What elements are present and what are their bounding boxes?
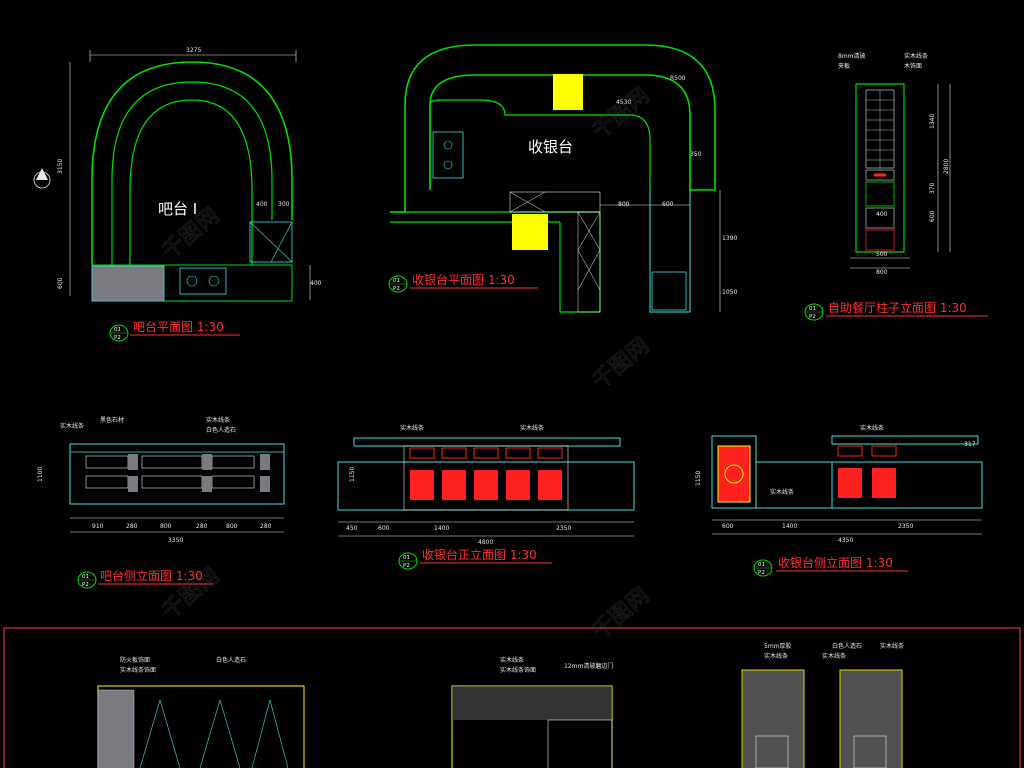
cashier-front-title: 收银台正立面图 1:30	[422, 547, 537, 562]
watermark-3: 千图网	[588, 333, 655, 395]
cashier-front-total: 4800	[478, 539, 493, 546]
column-tag-top: 01	[809, 306, 816, 312]
cashier-plan-tag-bottom: P2	[393, 286, 400, 292]
bar-side-tag-bottom: P2	[82, 582, 89, 588]
bar-plan-tag-top: 01	[114, 327, 121, 333]
bar-side-dim-1: 910	[92, 523, 104, 530]
column-dim-800: 800	[876, 269, 888, 276]
cashier-side-dim-3: 2350	[898, 523, 913, 530]
cashier-front-note-1: 实木线条	[400, 424, 424, 432]
bottom-right-note-1: 5mm厚胶	[764, 642, 792, 650]
bar-side-title: 吧台侧立面图 1:30	[100, 568, 203, 583]
bottom-mid-note-2: 实木线条饰面	[500, 666, 536, 674]
bar-plan-drawing: 3275 3150 600 400 300 400 吧台 I 01 P2 吧台平…	[33, 47, 322, 342]
bottom-left-note-3: 白色人造石	[216, 656, 246, 664]
cashier-front-height: 1150	[349, 467, 356, 482]
cashier-side-dim-1: 600	[722, 523, 734, 530]
column-dim-600: 600	[929, 210, 936, 222]
cashier-plan-dim-600: 600	[662, 201, 674, 208]
bottom-row-drawings: 防火板饰面 实木线条饰面 白色人造石 实木线条 实木线条饰面 12mm清玻磨边门…	[3, 627, 1021, 768]
bar-side-total: 3350	[168, 537, 183, 544]
watermark-5: 千图网	[588, 583, 655, 645]
column-dim-400: 400	[876, 211, 888, 218]
bar-plan-tag-bottom: P2	[114, 335, 121, 341]
cashier-side-note-1: 实木线条	[770, 488, 794, 496]
cashier-front-elevation-drawing: 450 600 1400 2350 4800 1150 实木线条 实木线条 01…	[337, 424, 635, 570]
bottom-left-note-2: 实木线条饰面	[120, 666, 156, 674]
cashier-plan-drawing: 收银台 800 600 350 4530 R500 1390 1050 01 P…	[388, 44, 737, 313]
bar-plan-title: 吧台平面图 1:30	[133, 319, 224, 334]
column-elevation-drawing: 500 800 400 1340 2800 370 600 8mm清玻 夹板 实…	[804, 52, 988, 321]
cashier-plan-tag-top: 01	[393, 278, 400, 284]
cashier-plan-dim-1050: 1050	[722, 289, 737, 296]
bar-side-note-2: 黑色石材	[100, 416, 124, 424]
bar-plan-dim-400: 400	[256, 201, 268, 208]
cashier-front-tag-top: 01	[403, 555, 410, 561]
column-note-2: 夹板	[838, 62, 850, 70]
bar-side-dim-3: 800	[160, 523, 172, 530]
cashier-front-dim-2: 600	[378, 525, 390, 532]
cashier-plan-dim-1390: 1390	[722, 235, 737, 242]
cashier-side-elevation-drawing: 600 1400 2350 4350 317 1150 实木线条 实木线条 01…	[695, 424, 983, 577]
cashier-front-note-2: 实木线条	[520, 424, 544, 432]
column-dim-1340: 1340	[929, 114, 936, 129]
bottom-right-note-5: 实木线条	[880, 642, 904, 650]
cashier-plan-dim-4530: 4530	[616, 99, 631, 106]
bar-plan-dim-400b: 400	[310, 280, 322, 287]
cashier-plan-dim-r: R500	[670, 75, 686, 82]
cashier-front-dim-1: 450	[346, 525, 358, 532]
cashier-front-tag-bottom: P2	[403, 563, 410, 569]
bar-plan-height-dim: 3150	[57, 159, 64, 174]
column-note-3: 实木线条	[904, 52, 928, 60]
column-tag-bottom: P2	[809, 314, 816, 320]
cashier-side-tag-top: 01	[758, 562, 765, 568]
cashier-plan-title: 收银台平面图 1:30	[412, 272, 515, 287]
cashier-side-total: 4350	[838, 537, 853, 544]
cashier-plan-label: 收银台	[528, 138, 573, 156]
cashier-side-dim-317: 317	[964, 441, 976, 448]
bar-side-tag-top: 01	[82, 574, 89, 580]
bar-side-dim-6: 280	[260, 523, 272, 530]
bar-plan-dim-300: 300	[278, 201, 290, 208]
cashier-side-note-2: 实木线条	[860, 424, 884, 432]
column-note-4: 木饰面	[904, 62, 922, 70]
bar-plan-width-dim: 3275	[186, 47, 201, 54]
bottom-right-note-3: 白色人造石	[832, 642, 862, 650]
column-note-1: 8mm清玻	[838, 52, 866, 60]
cashier-side-title: 收银台侧立面图 1:30	[778, 555, 893, 570]
column-dim-370: 370	[929, 182, 936, 194]
bottom-right-note-4: 实木线条	[822, 652, 846, 660]
bar-side-elevation-drawing: 910 280 800 280 800 280 3350 1100 实木线条 黑…	[37, 416, 285, 589]
bar-side-note-4: 白色人造石	[206, 426, 236, 434]
column-elevation-title: 自助餐厅柱子立面图 1:30	[828, 300, 967, 315]
column-dim-500: 500	[876, 251, 888, 258]
cashier-side-tag-bottom: P2	[758, 570, 765, 576]
bar-side-height: 1100	[37, 467, 44, 482]
bottom-mid-note-1: 实木线条	[500, 656, 524, 664]
bar-side-dim-5: 800	[226, 523, 238, 530]
bar-side-note-3: 实木线条	[206, 416, 230, 424]
bar-side-dim-2: 280	[126, 523, 138, 530]
cashier-plan-dim-800: 800	[618, 201, 630, 208]
cashier-plan-dim-350: 350	[690, 151, 702, 158]
bar-plan-label: 吧台 I	[158, 200, 197, 218]
watermark-2: 千图网	[588, 83, 655, 145]
cashier-side-dim-2: 1400	[782, 523, 797, 530]
bar-side-note-1: 实木线条	[60, 422, 84, 430]
cashier-front-dim-4: 2350	[556, 525, 571, 532]
bottom-mid-note-3: 12mm清玻磨边门	[564, 662, 613, 670]
bottom-left-note-1: 防火板饰面	[120, 656, 150, 664]
column-dim-2800: 2800	[943, 159, 950, 174]
bottom-right-note-2: 实木线条	[764, 652, 788, 660]
cashier-side-height: 1150	[695, 471, 702, 486]
cashier-front-dim-3: 1400	[434, 525, 449, 532]
bar-side-dim-4: 280	[196, 523, 208, 530]
bar-plan-lower-dim: 600	[57, 277, 64, 289]
